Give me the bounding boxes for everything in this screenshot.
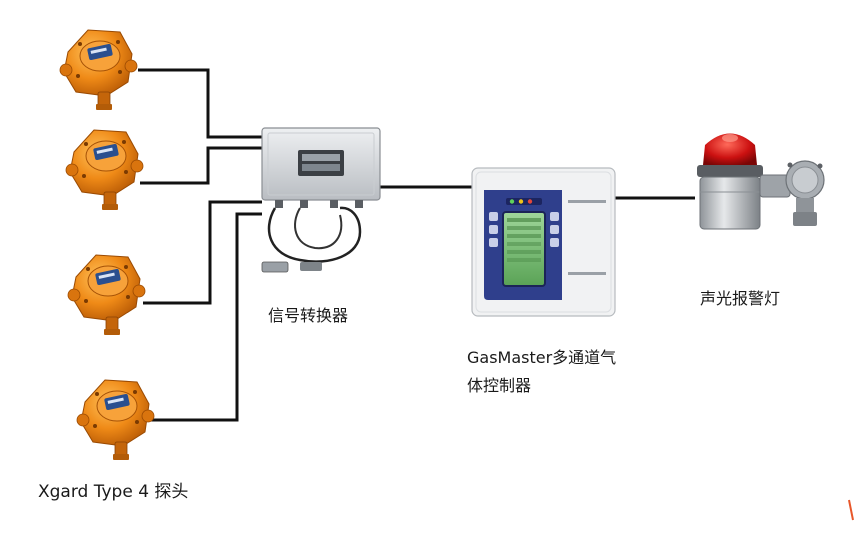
alarm-beacon: [697, 133, 825, 230]
wire-detector-4: [149, 212, 262, 422]
converter-cable: [267, 206, 362, 263]
wiring: [138, 68, 695, 422]
gasmaster-controller: [471, 167, 616, 317]
detector-1: [59, 29, 138, 111]
wire-detector-1: [138, 68, 262, 139]
wire-detector-2: [140, 146, 262, 185]
detector-3: [67, 254, 146, 336]
controller-label-line1: GasMaster多通道气: [467, 348, 617, 367]
controller-lcd: [502, 211, 546, 287]
converter-display: [298, 150, 344, 176]
beacon-label: 声光报警灯: [700, 289, 781, 308]
wire-detector-3: [143, 200, 262, 305]
stray-mark: [848, 499, 854, 521]
detector-label: Xgard Type 4 探头: [38, 482, 189, 502]
detector-4: [76, 379, 155, 461]
detector-2: [65, 129, 144, 211]
beacon-dome: [703, 133, 757, 165]
signal-converter: [261, 127, 381, 273]
signal-converter-label: 信号转换器: [268, 306, 349, 325]
controller-label-line2: 体控制器: [467, 376, 532, 395]
